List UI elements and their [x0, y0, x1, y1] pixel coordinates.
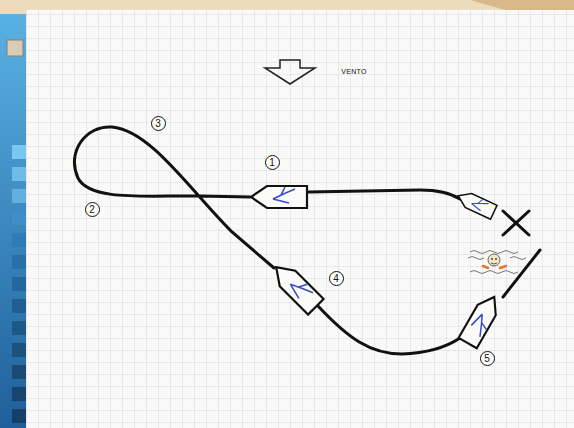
course-line — [74, 127, 540, 354]
sail — [288, 276, 315, 303]
sail — [470, 196, 489, 213]
paper-grid — [26, 10, 574, 428]
person-in-water — [468, 251, 526, 274]
hull — [251, 186, 307, 208]
callout-number: 4 — [329, 271, 344, 286]
wind-label: VENTO — [341, 68, 367, 75]
sail — [468, 312, 492, 338]
sailboat — [251, 186, 307, 208]
paper — [26, 10, 574, 428]
sailboat — [459, 292, 504, 349]
overboard-mark — [503, 211, 529, 235]
sailboat — [455, 189, 497, 220]
film-strip — [7, 40, 26, 423]
hull — [459, 292, 504, 349]
callout-number: 1 — [265, 155, 280, 170]
callout-number: 3 — [151, 116, 166, 131]
sail — [273, 187, 295, 203]
callout-number: 5 — [480, 351, 495, 366]
callout-number: 2 — [85, 202, 100, 217]
wind-arrow — [265, 60, 315, 84]
hull — [268, 259, 323, 314]
hull — [455, 189, 497, 220]
boats — [251, 186, 503, 348]
sailboat — [268, 259, 323, 314]
